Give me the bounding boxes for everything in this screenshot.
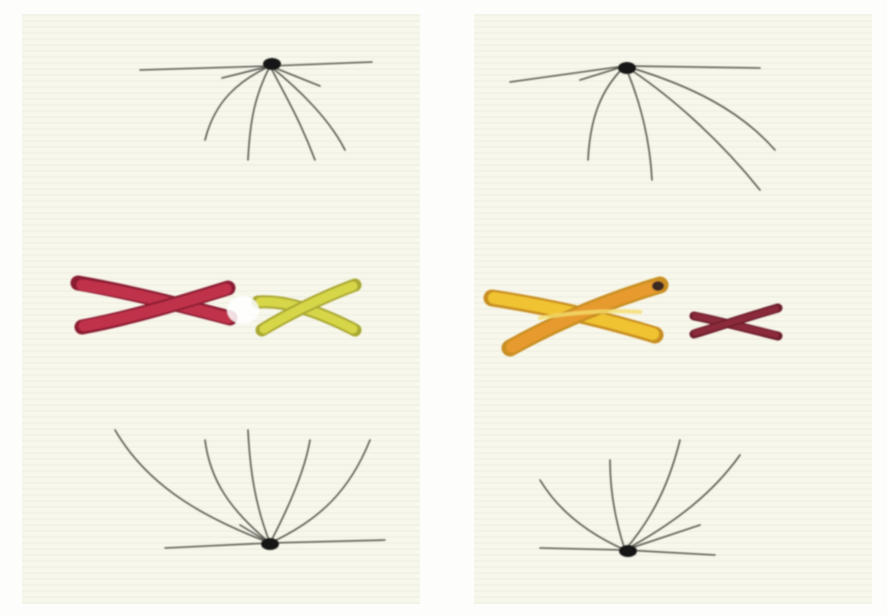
right-top-centrosome <box>618 62 636 74</box>
right-bottom-centrosome <box>619 545 637 557</box>
center-gap <box>420 0 474 615</box>
left-center-halo <box>227 296 259 324</box>
left-bottom-centrosome <box>261 538 279 550</box>
left-top-centrosome <box>263 58 281 70</box>
